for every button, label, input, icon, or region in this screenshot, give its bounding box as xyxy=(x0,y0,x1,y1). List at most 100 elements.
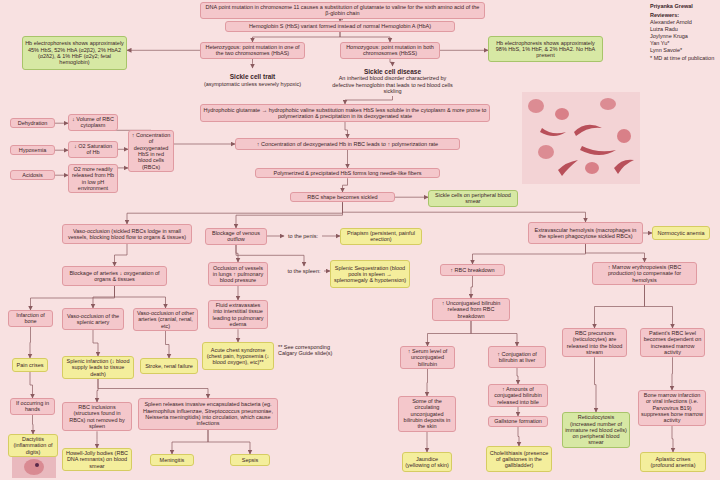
node-text: ↑ Unconjugated bilirubin released from R… xyxy=(435,300,507,319)
flow-arrow xyxy=(115,286,166,308)
finding-box: Splenic Sequestration (blood pools in sp… xyxy=(330,260,410,288)
node-text: ↑ Concentration of deoxygenated HbS in r… xyxy=(131,132,171,170)
red-cell xyxy=(600,98,616,110)
flow-arrow xyxy=(517,368,518,384)
finding-box: Meningitis xyxy=(150,454,194,466)
node-text: Extravascular hemolysis (macrophages in … xyxy=(531,227,640,240)
process-box: Hemoglobin S (HbS) variant formed instea… xyxy=(225,21,455,32)
node-text: ↑ Concentration of deoxygenated Hb in RB… xyxy=(257,141,438,147)
sickle-cell xyxy=(614,160,634,174)
flow-arrow xyxy=(238,329,239,342)
node-text: Polymerized & precipitated HbS forms lon… xyxy=(274,170,422,176)
credit-note: Reviewers: xyxy=(650,12,718,18)
howell-jolly-image xyxy=(12,456,56,478)
node-text: RBC inclusions (structures found in RBCs… xyxy=(65,404,129,429)
flow-arrow xyxy=(93,330,98,356)
node-text: Vaso-occlusion (sickled RBCs lodge in sm… xyxy=(65,228,189,241)
red-cell xyxy=(24,459,44,475)
node-text: Hemoglobin S (HbS) variant formed instea… xyxy=(249,23,431,29)
node-text: Sepsis xyxy=(242,457,259,463)
plain-node: Sickle cell diseaseAn inherited blood di… xyxy=(325,66,460,96)
node-text: Splenic Sequestration (blood pools in sp… xyxy=(333,265,407,284)
flow-arrow xyxy=(345,122,348,138)
flow-arrow xyxy=(345,96,393,104)
node-text: Dehydration xyxy=(18,120,48,126)
flow-arrow xyxy=(518,407,519,416)
flow-arrow xyxy=(471,276,473,298)
sickle-cell xyxy=(580,146,616,155)
finding-box: Acute chest syndrome (chest pain, hypoxe… xyxy=(202,342,274,370)
node-text: Spleen releases invasive encapsulated ba… xyxy=(141,401,275,426)
node-text: RBC precursors (reticulocytes) are relea… xyxy=(565,330,624,355)
flow-arrow xyxy=(127,50,200,51)
flow-arrow xyxy=(115,244,128,266)
node-text: Howell-Jolly bodies (RBC DNA remnants) o… xyxy=(65,450,129,469)
flow-arrow xyxy=(440,50,488,51)
node-text: Occlusion of vessels in lungs ↑ pulmonar… xyxy=(211,265,265,284)
sickle-cell-micrograph xyxy=(522,92,640,184)
sickle-cell xyxy=(558,160,578,176)
node-text: An inherited blood disorder characterize… xyxy=(327,75,458,94)
node-text: Vaso-occlusion of the splenic artery xyxy=(65,313,121,326)
finding-box: Aplastic crises (profound anemia) xyxy=(640,452,706,472)
process-box: Patient's RBC level becomes dependent on… xyxy=(640,328,705,357)
flow-arrow xyxy=(97,431,98,448)
lab-finding-box: Hb electrophoresis shows approximately 4… xyxy=(22,36,127,70)
process-box: RBC shape becomes sickled xyxy=(290,192,395,202)
process-box: Infarction of bone xyxy=(8,310,53,327)
node-text: If occurring in hands xyxy=(13,400,52,413)
credit-note: Alexander Arnold xyxy=(650,19,718,25)
process-box: Blockage of arteries ↓ oxygenation of or… xyxy=(62,266,167,286)
flow-arrow xyxy=(471,321,517,346)
flow-arrow xyxy=(428,321,472,346)
credit-note: Joylynne Kruga xyxy=(650,33,718,39)
node-text: Normocytic anemia xyxy=(657,230,704,236)
credit-note: Lynn Savoie* xyxy=(650,47,718,53)
node-text: Acute chest syndrome (chest pain, hypoxe… xyxy=(205,347,271,366)
flow-arrow xyxy=(645,285,673,328)
howell-jolly-body xyxy=(35,463,39,467)
finding-box: Pain crises xyxy=(12,358,48,372)
flow-arrow xyxy=(32,415,34,434)
node-text: Acidosis xyxy=(22,172,42,178)
red-cell xyxy=(538,145,554,159)
sickle-cell xyxy=(574,125,602,136)
node-text: Dactylitis (inflammation of digits) xyxy=(11,436,55,455)
node-text: Meningitis xyxy=(160,457,185,463)
node-text: Cholelithiasis (presence of gallstones i… xyxy=(489,450,549,469)
node-text: Stroke, renal failure xyxy=(145,363,193,369)
finding-box: Normocytic anemia xyxy=(652,226,710,240)
red-cell xyxy=(555,108,569,120)
node-text: Blockage of venous outflow xyxy=(208,230,264,243)
process-box: ↑ Conjugation of bilirubin at liver xyxy=(488,346,546,368)
node-text: ↓ O2 Saturation of Hb xyxy=(71,143,115,156)
finding-box: Howell-Jolly bodies (RBC DNA remnants) o… xyxy=(62,448,132,471)
flow-arrow xyxy=(390,59,393,66)
flow-arrow xyxy=(30,327,32,358)
flow-arrow xyxy=(340,32,390,42)
red-cell xyxy=(585,162,599,174)
process-box: ↑ Concentration of deoxygenated HbS in r… xyxy=(128,130,174,172)
process-box: ↑ RBC breakdown xyxy=(440,264,505,276)
process-box: Blockage of venous outflow xyxy=(205,228,267,245)
finding-box: Sepsis xyxy=(230,454,270,466)
flow-arrow xyxy=(30,372,33,398)
flow-arrow xyxy=(643,233,652,234)
node-text: Hydrophobic glutamate → hydrophobic vali… xyxy=(203,107,487,120)
process-box: Vaso-occlusion of other arteries (crania… xyxy=(133,308,198,331)
node-text: ↓ Volume of RBC cytoplasm xyxy=(71,116,115,129)
process-box: ↓ Volume of RBC cytoplasm xyxy=(68,114,118,131)
node-text: Fluid extravasates into interstitial tis… xyxy=(211,302,265,327)
flow-arrow xyxy=(427,369,429,396)
credit-note: * MD at time of publication xyxy=(650,55,718,61)
flow-arrow xyxy=(253,32,341,42)
node-text: ↑ Serum level of unconjugated bilirubin xyxy=(403,348,452,367)
flow-arrow xyxy=(267,236,284,237)
process-box: Homozygous: point mutation in both chrom… xyxy=(340,42,440,59)
flow-arrow xyxy=(672,357,674,390)
flow-arrow xyxy=(55,150,68,151)
process-box: ↑ Unconjugated bilirubin released from R… xyxy=(432,298,510,321)
node-text: Heterozygous: point mutation in one of t… xyxy=(203,44,302,57)
process-box: Vaso-occlusion (sickled RBCs lodge in sm… xyxy=(62,224,192,244)
